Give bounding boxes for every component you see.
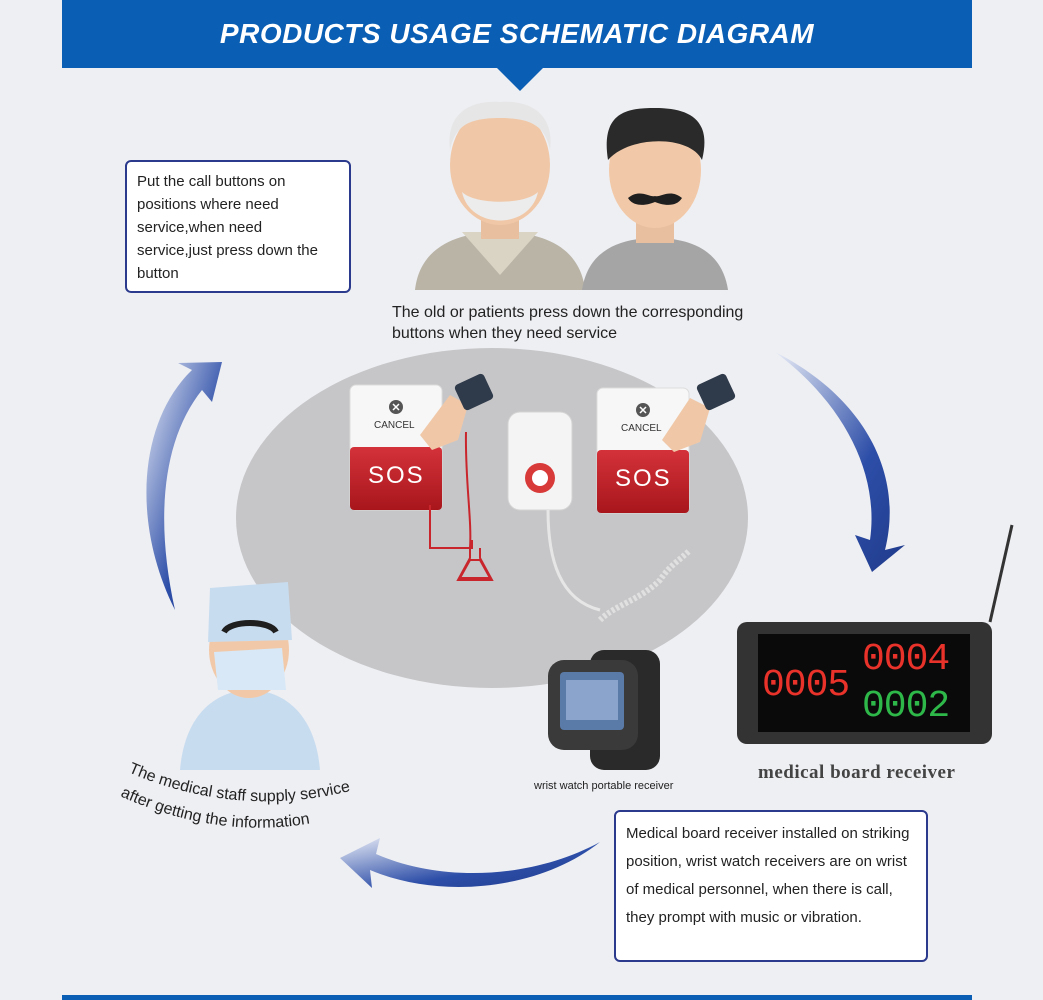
sos-label-right: SOS — [615, 465, 672, 492]
sos-label-left: SOS — [368, 462, 425, 489]
patients-caption-text: The old or patients press down the corre… — [392, 304, 744, 342]
arrow-right — [775, 352, 905, 572]
watch-caption: wrist watch portable receiver — [534, 780, 674, 792]
cancel-label-left: CANCEL — [374, 420, 415, 431]
instruction-text: Put the call buttons on positions where … — [137, 173, 318, 282]
bottom-divider — [62, 995, 972, 1000]
title-banner: PRODUCTS USAGE SCHEMATIC DIAGRAM — [62, 0, 972, 68]
pressing-hand-left-icon — [420, 373, 494, 450]
instruction-note-bottom-right: Medical board receiver installed on stri… — [614, 810, 928, 962]
patients-caption: The old or patients press down the corre… — [392, 302, 772, 344]
board-display-top-number: 0004 — [862, 638, 950, 681]
medical-staff-icon — [180, 582, 320, 770]
board-caption: medical board receiver — [758, 762, 956, 783]
pressing-hand-right-icon — [662, 373, 736, 452]
arrow-bottom — [340, 838, 600, 888]
pendant-call-button — [507, 411, 693, 623]
receiver-note-text: Medical board receiver installed on stri… — [626, 825, 910, 926]
medical-board-receiver — [737, 524, 1014, 744]
arrow-left — [146, 362, 222, 610]
cancel-label-right: CANCEL — [621, 423, 662, 434]
instruction-note-top-left: Put the call buttons on positions where … — [125, 160, 351, 293]
sos-call-button-right — [596, 387, 690, 514]
banner-pointer — [496, 67, 544, 91]
board-display-left-number: 0005 — [762, 664, 850, 707]
sos-call-button-left — [349, 384, 494, 581]
board-display-bottom-number: 0002 — [862, 685, 950, 728]
patient-man-icon — [582, 108, 728, 290]
diagram-title: PRODUCTS USAGE SCHEMATIC DIAGRAM — [219, 18, 815, 49]
elderly-man-icon — [415, 101, 585, 290]
wrist-watch-receiver — [548, 650, 660, 770]
